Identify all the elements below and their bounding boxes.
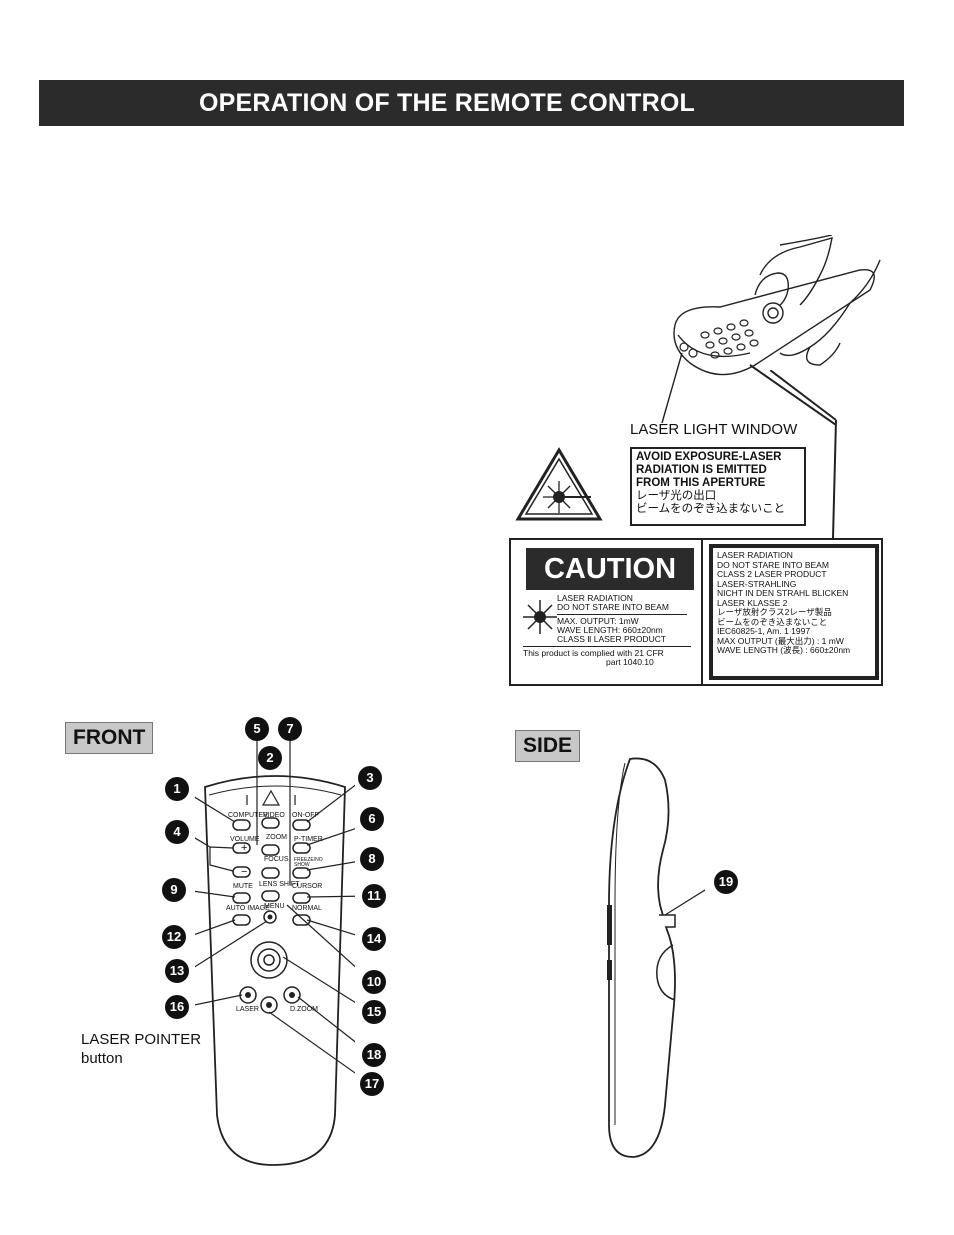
warning-line-3: FROM THIS APERTURE — [636, 477, 766, 489]
right-line: WAVE LENGTH (波長) : 660±20nm — [717, 645, 851, 655]
callout-18: 18 — [362, 1043, 386, 1067]
onoff-button-label: ON-OFF — [292, 812, 319, 819]
callout-6: 6 — [360, 807, 384, 831]
video-button-label: VIDEO — [263, 812, 285, 819]
callout-9: 9 — [162, 878, 186, 902]
right-line: NICHT IN DEN STRAHL BLICKEN — [717, 588, 849, 598]
menu-button-label: MENU — [264, 903, 285, 910]
front-tag: FRONT — [65, 722, 154, 754]
callout-13: 13 — [165, 959, 189, 983]
warning-line-2: RADIATION IS EMITTED — [636, 464, 767, 476]
warning-line-4: レーザ光の出口 — [636, 490, 717, 502]
callout-14: 14 — [362, 927, 386, 951]
laser-pointer-label-2: button — [81, 1050, 123, 1067]
warning-line-1: AVOID EXPOSURE-LASER — [636, 451, 782, 463]
right-line: レーザ放射クラス2レーザ製品 — [717, 607, 832, 617]
right-line: CLASS 2 LASER PRODUCT — [717, 569, 827, 579]
laser-warning-icon — [515, 447, 603, 521]
right-line: LASER-STRAHLING — [717, 578, 797, 589]
volume-label: VOLUME — [230, 836, 260, 843]
remote-side-illustration — [607, 757, 705, 1158]
caution-left-panel: CAUTION LASER RADIATION DO NOT STARE INT… — [511, 540, 703, 684]
callout-10: 10 — [362, 970, 386, 994]
aperture-warning-box: AVOID EXPOSURE-LASER RADIATION IS EMITTE… — [630, 447, 806, 526]
callout-1: 1 — [165, 777, 189, 801]
caution-label: CAUTION LASER RADIATION DO NOT STARE INT… — [509, 538, 883, 686]
callout-12: 12 — [162, 925, 186, 949]
caution-divider-2 — [523, 646, 691, 647]
right-line: LASER RADIATION — [717, 550, 793, 560]
laser-starburst-icon — [523, 600, 557, 634]
zoom-button-label: ZOOM — [266, 834, 287, 841]
right-line: IEC60825-1, Am. 1 1997 — [717, 626, 811, 636]
hand-remote-illustration — [661, 235, 881, 425]
lensshift-button-label: LENS SHIFT — [259, 881, 300, 888]
connector-lines — [770, 370, 837, 539]
remote-front-illustration — [195, 740, 355, 1166]
right-line: LASER KLASSE 2 — [717, 597, 788, 608]
callout-19: 19 — [714, 870, 738, 894]
volume-minus-label: − — [241, 866, 248, 878]
dzoom-button-label: D.ZOOM — [290, 1006, 318, 1013]
caution-line-2: DO NOT STARE INTO BEAM — [557, 602, 669, 612]
caution-divider — [557, 614, 687, 615]
callout-16: 16 — [165, 995, 189, 1019]
callout-3: 3 — [358, 766, 382, 790]
callout-2: 2 — [258, 746, 282, 770]
focus-button-label: FOCUS — [264, 856, 289, 863]
mute-button-label: MUTE — [233, 883, 253, 890]
ptimer-button-label: P-TIMER — [294, 836, 323, 843]
right-line: MAX OUTPUT (最大出力) : 1 mW — [717, 635, 844, 646]
callout-5: 5 — [245, 717, 269, 741]
freeze-button-label: FREEZE/NO SHOW — [294, 857, 323, 868]
compliance-line-1: This product is complied with 21 CFR — [523, 648, 664, 658]
callout-7: 7 — [278, 717, 302, 741]
right-line: ビームをのぞき込まないこと — [717, 616, 828, 627]
side-tag: SIDE — [515, 730, 581, 762]
caution-line-5: CLASS Ⅱ LASER PRODUCT — [557, 634, 667, 644]
laser-button-label: LASER — [236, 1006, 259, 1013]
right-line: DO NOT STARE INTO BEAM — [717, 559, 829, 570]
page-title: OPERATION OF THE REMOTE CONTROL — [39, 80, 904, 126]
callout-4: 4 — [165, 820, 189, 844]
callout-15: 15 — [362, 1000, 386, 1024]
cursor-button-label: CURSOR — [292, 883, 323, 890]
volume-plus-label: + — [241, 842, 248, 854]
normal-button-label: NORMAL — [292, 905, 322, 912]
warning-line-5: ビームをのぞき込まないこと — [636, 503, 786, 515]
computer-button-label: COMPUTER — [228, 812, 269, 819]
caution-title: CAUTION — [526, 548, 694, 590]
callout-8: 8 — [360, 847, 384, 871]
caution-line-1: LASER RADIATION — [557, 593, 633, 603]
laser-light-window-label: LASER LIGHT WINDOW — [630, 421, 798, 438]
laser-pointer-label: LASER POINTER — [81, 1031, 202, 1048]
caution-right-panel: LASER RADIATION DO NOT STARE INTO BEAM C… — [709, 544, 879, 680]
callout-17: 17 — [360, 1072, 384, 1096]
caution-line-3: MAX. OUTPUT: 1mW — [557, 616, 639, 626]
autoimage-button-label: AUTO IMAGE — [226, 905, 270, 912]
compliance-line-2: part 1040.10 — [606, 657, 654, 667]
caution-line-4: WAVE LENGTH: 660±20nm — [557, 625, 663, 635]
callout-11: 11 — [362, 884, 386, 908]
